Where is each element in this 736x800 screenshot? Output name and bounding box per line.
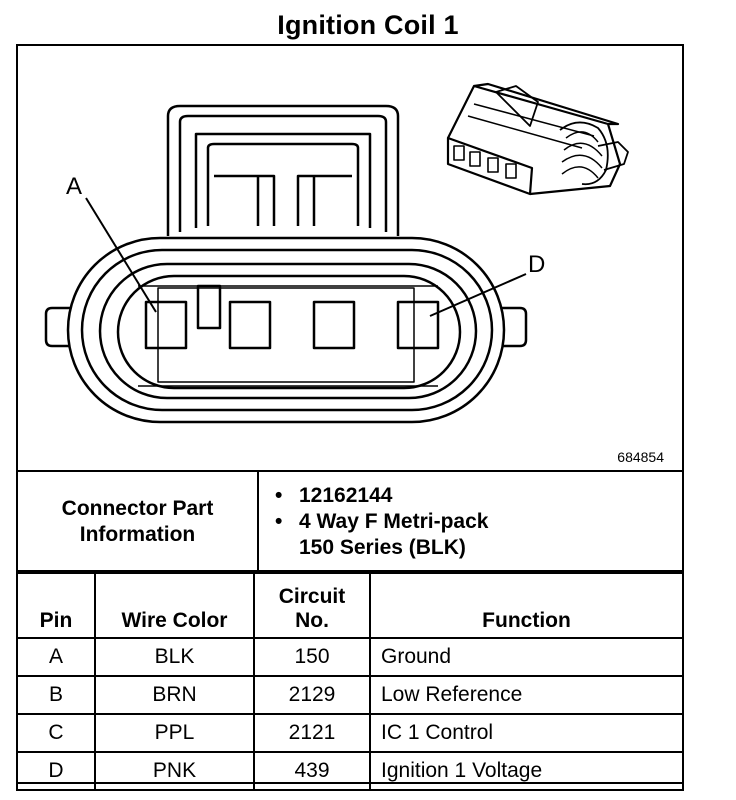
header-function: Function [369, 570, 684, 639]
table-row: D PNK 439 Ignition 1 Voltage [16, 751, 684, 791]
leader-line-a [85, 197, 157, 313]
connector-diagram: A D [44, 82, 629, 424]
connector-info-label: Connector Part Information [16, 470, 259, 574]
connector-latch [166, 104, 400, 236]
connector-series: 150 Series (BLK) [299, 536, 466, 559]
header-pin: Pin [16, 570, 96, 639]
part-number: 12162144 [275, 483, 682, 509]
table-row: B BRN 2129 Low Reference [16, 675, 684, 715]
table-row: C PPL 2121 IC 1 Control [16, 713, 684, 753]
pin-cavity-a [144, 300, 188, 350]
connector-description: 4 Way F Metri-pack [275, 509, 682, 535]
header-wire-color: Wire Color [94, 570, 255, 639]
page-title: Ignition Coil 1 [277, 10, 459, 40]
pin-table: Pin Wire Color Circuit No. Function A BL… [16, 570, 684, 791]
leader-line-d [429, 273, 527, 317]
header-circuit: Circuit No. [253, 570, 371, 639]
connector-housing [66, 236, 506, 424]
pin-cavity-d [396, 300, 440, 350]
pin-cavity-b [228, 300, 272, 350]
connector-perspective-view [446, 82, 629, 196]
mounting-tab-left [44, 306, 70, 348]
table-row: A BLK 150 Ground [16, 637, 684, 677]
figure-number: 684854 [617, 449, 664, 465]
pin-cavity-c [312, 300, 356, 350]
polarizing-key [196, 284, 222, 330]
mounting-tab-right [502, 306, 528, 348]
connector-info-values: 12162144 4 Way F Metri-pack 150 Series (… [257, 470, 684, 574]
pin-table-header: Pin Wire Color Circuit No. Function [16, 570, 684, 639]
connector-info-table: Connector Part Information 12162144 4 Wa… [16, 470, 684, 574]
pin-callout-d: D [528, 251, 545, 278]
pin-callout-a: A [66, 173, 82, 200]
